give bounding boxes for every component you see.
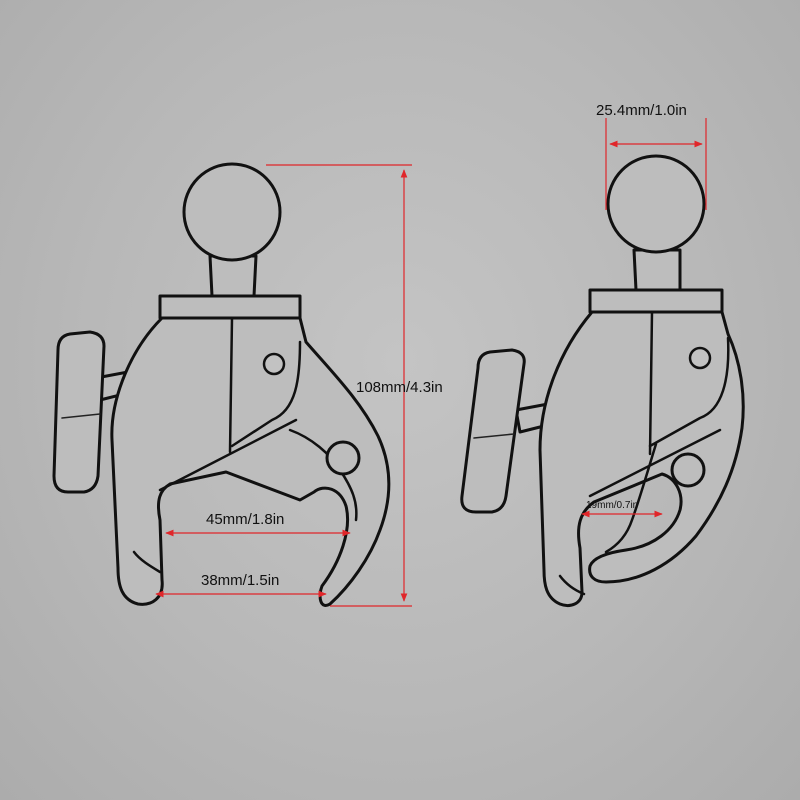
collar-left (158, 294, 302, 320)
clamp-open-large (52, 162, 391, 607)
dimension-height (266, 164, 412, 607)
label-jaw-open: 45mm/1.8in (206, 511, 284, 528)
pin-hole-left-top (262, 352, 286, 376)
label-height: 108mm/4.3in (356, 379, 443, 396)
neck-left (208, 254, 258, 298)
clamp-closed-small (460, 154, 745, 607)
label-jaw-small: 19mm/0.7in (586, 500, 638, 511)
pin-hole-right-top (688, 346, 712, 370)
label-ball: 25.4mm/1.0in (596, 102, 687, 119)
neck-right (632, 248, 682, 292)
collar-right (588, 288, 724, 314)
pivot-knob-left (325, 440, 361, 476)
t-knob-right (460, 348, 554, 514)
dimension-ball (605, 118, 707, 210)
ball-left (182, 162, 282, 262)
label-jaw-tip: 38mm/1.5in (201, 572, 279, 589)
pivot-knob-right (670, 452, 706, 488)
ball-right (606, 154, 706, 254)
